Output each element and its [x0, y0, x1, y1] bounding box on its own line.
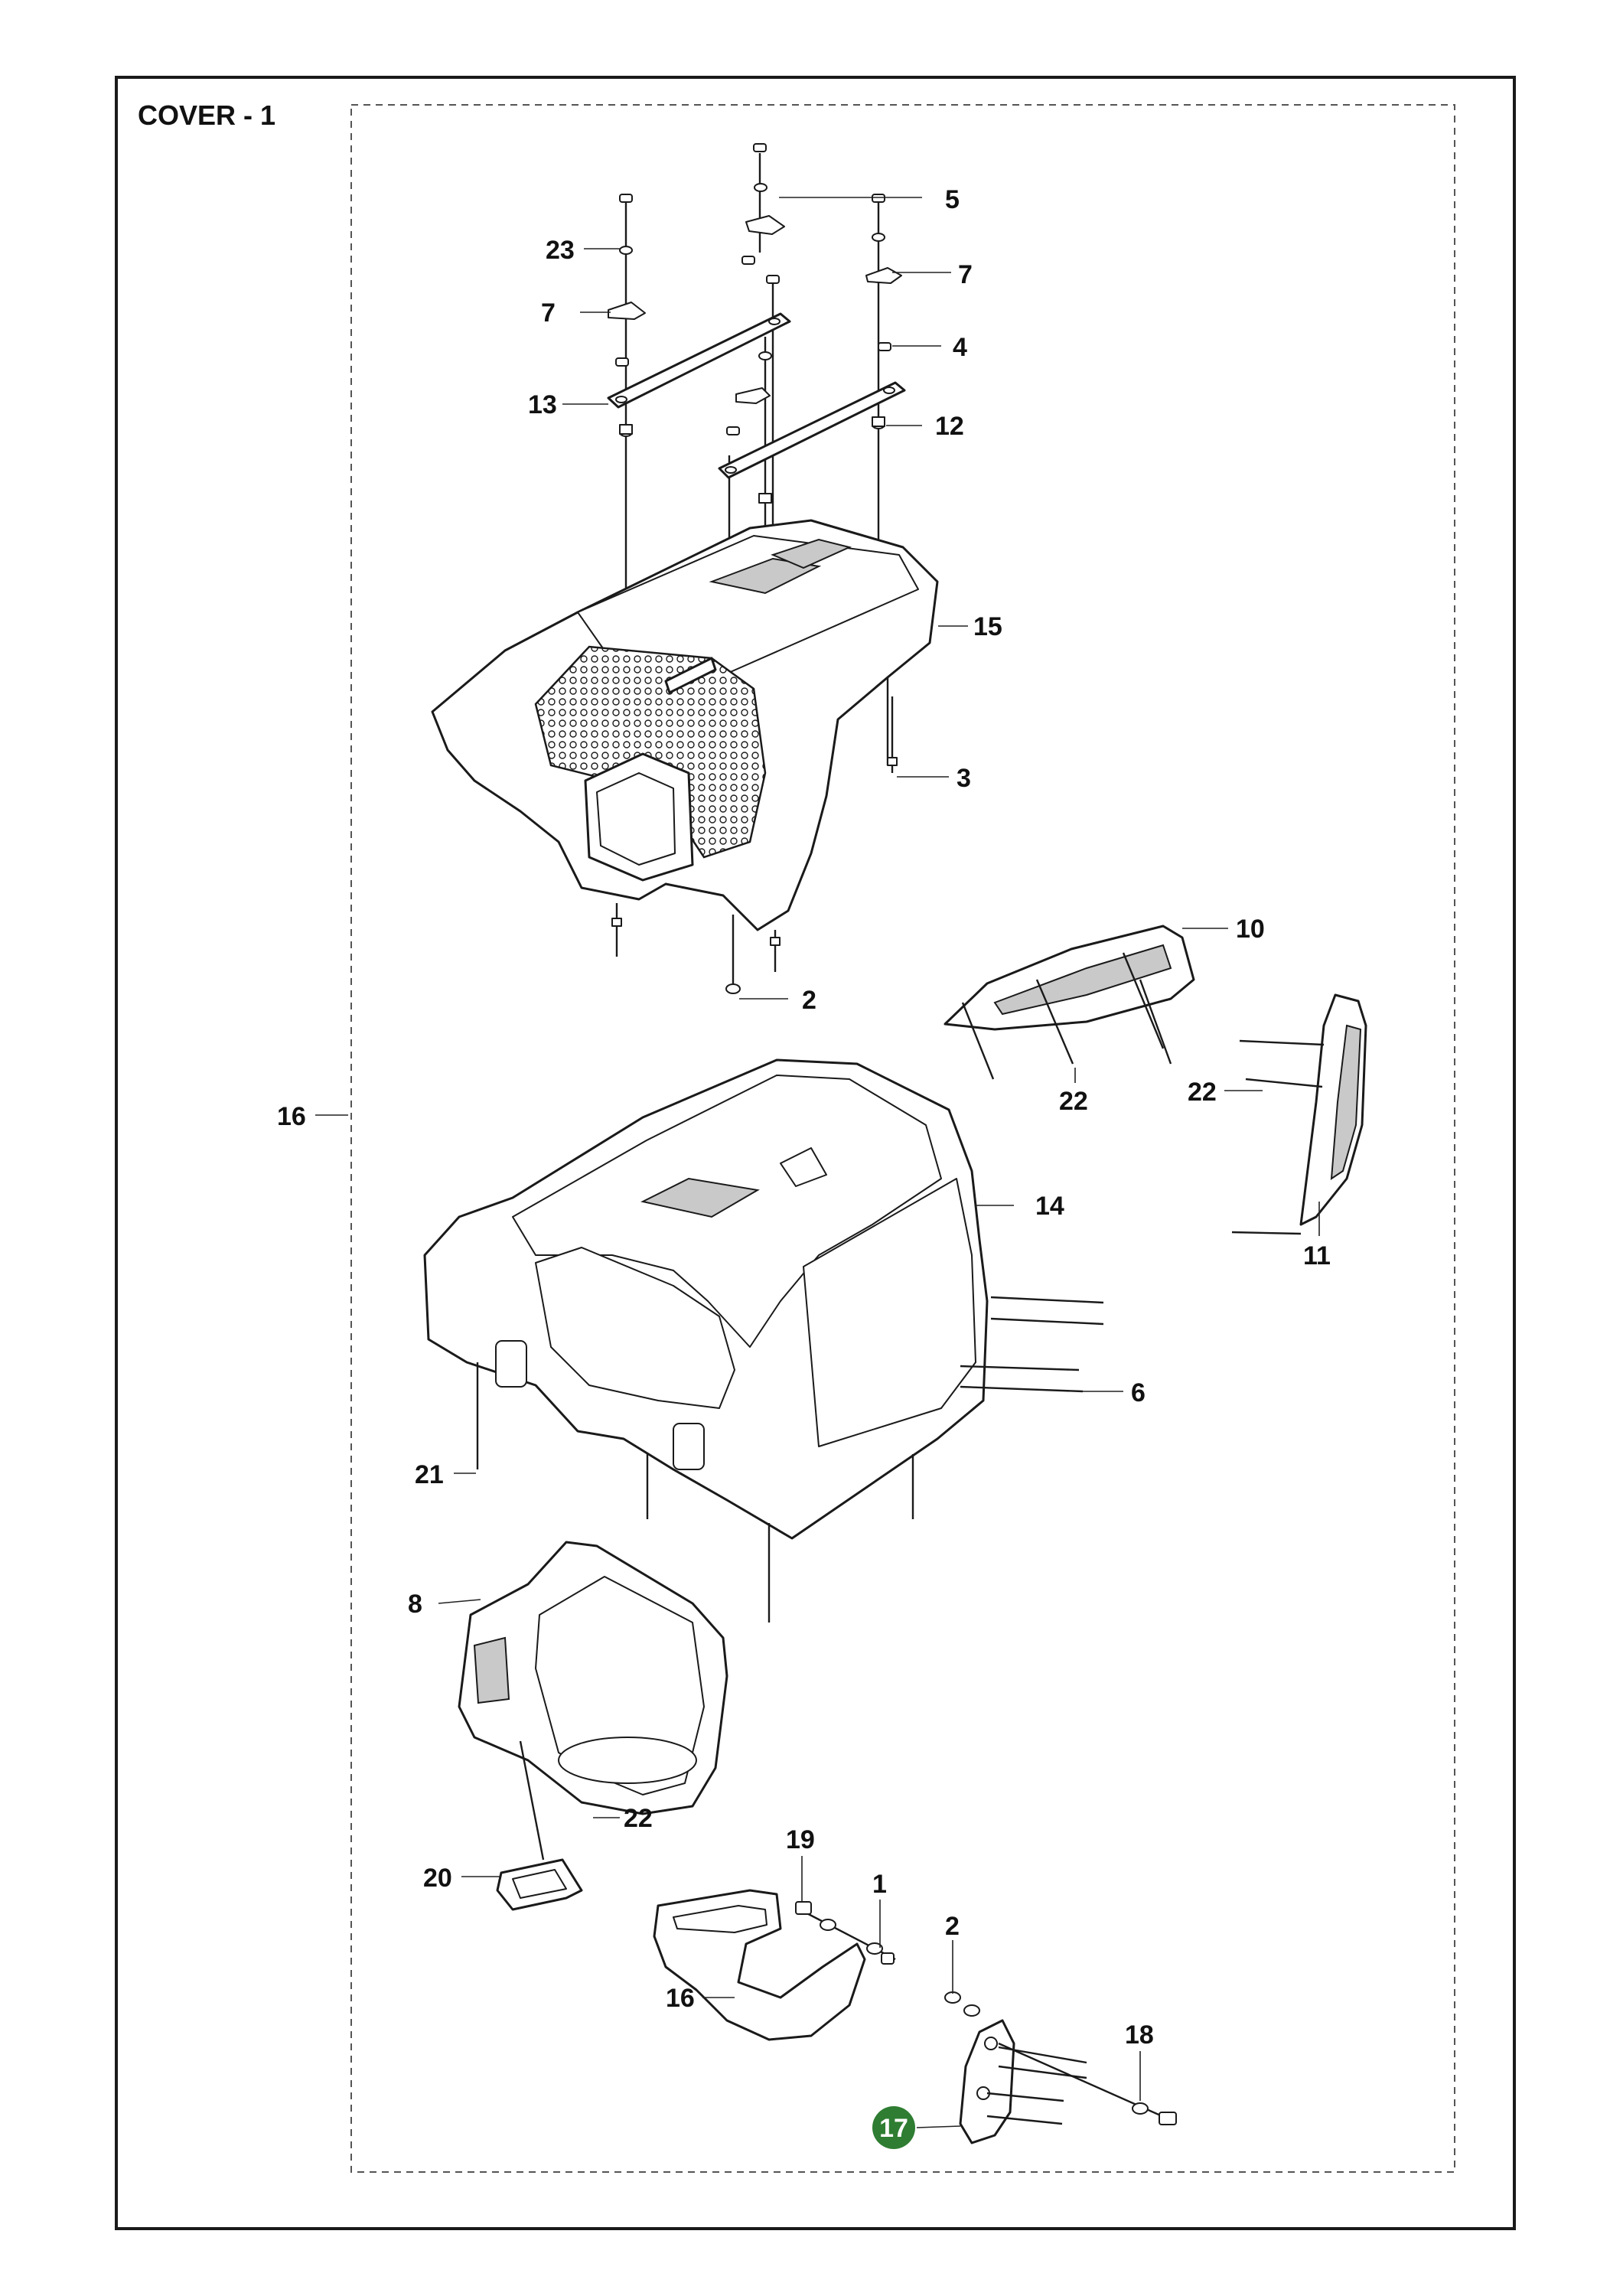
callout-label: 6 [1131, 1378, 1146, 1407]
fan-housing-icon [458, 1541, 728, 1861]
highlight-badge [872, 2106, 915, 2149]
callout-label: 2 [802, 986, 816, 1015]
callout-label: 10 [1236, 915, 1265, 944]
bracket-icon [865, 267, 902, 284]
assembly-group-boundary [350, 104, 1455, 2173]
callout-label: 7 [541, 298, 556, 328]
bracket-icon [735, 387, 771, 404]
screw-icon [476, 1296, 1104, 1623]
leader-lines [315, 197, 1320, 2128]
callout-label: 3 [957, 764, 971, 793]
bracket-icon [745, 215, 785, 235]
outer-frame [115, 76, 1516, 2230]
callout-label: 2 [945, 1912, 960, 1941]
screw-icon [615, 143, 891, 435]
upper-cover-icon [431, 519, 939, 931]
callout-label: 14 [1035, 1192, 1064, 1221]
support-bar-icon [718, 381, 906, 479]
main-shroud-icon [423, 1058, 989, 1540]
bracket-icon [608, 302, 646, 320]
callout-label: 8 [408, 1590, 422, 1619]
callout-label: 20 [423, 1864, 452, 1893]
screw-icon [795, 1901, 895, 1965]
callout-label: 5 [945, 185, 960, 214]
callout-label: 4 [953, 333, 967, 362]
callout-label: 11 [1303, 1241, 1331, 1270]
bracket-plate-icon [653, 1889, 896, 2041]
callout-label: 22 [1059, 1087, 1088, 1116]
callout-label: 22 [624, 1804, 653, 1833]
seal-gasket-icon [496, 1858, 583, 1911]
top-mounting-hardware [607, 143, 906, 765]
callout-label: 12 [935, 412, 964, 441]
callout-labels: 5 23 7 7 4 13 12 15 3 2 10 22 22 16 14 1… [277, 185, 1331, 2050]
screw-icon [611, 696, 898, 994]
callout-label: 16 [666, 1984, 695, 2013]
side-panel-icon [943, 925, 1195, 1080]
callout-label: 18 [1125, 2020, 1154, 2050]
support-bar-icon [607, 312, 791, 409]
callout-label: 21 [415, 1460, 444, 1489]
callout-label: 16 [277, 1102, 306, 1131]
washer-icon [944, 1991, 1177, 2125]
callout-label: 23 [546, 236, 575, 265]
page-title: COVER - 1 [138, 99, 275, 131]
callout-label: 1 [872, 1870, 887, 1899]
callout-label: 19 [786, 1825, 815, 1854]
callout-label-highlighted: 17 [879, 2114, 908, 2143]
callout-label: 13 [528, 390, 557, 419]
callout-label: 22 [1188, 1078, 1217, 1107]
highlighted-callout-18[interactable]: 17 [872, 2106, 915, 2149]
callout-label: 15 [973, 612, 1002, 641]
side-panel-icon [1231, 993, 1367, 1235]
callout-label: 7 [958, 260, 973, 289]
